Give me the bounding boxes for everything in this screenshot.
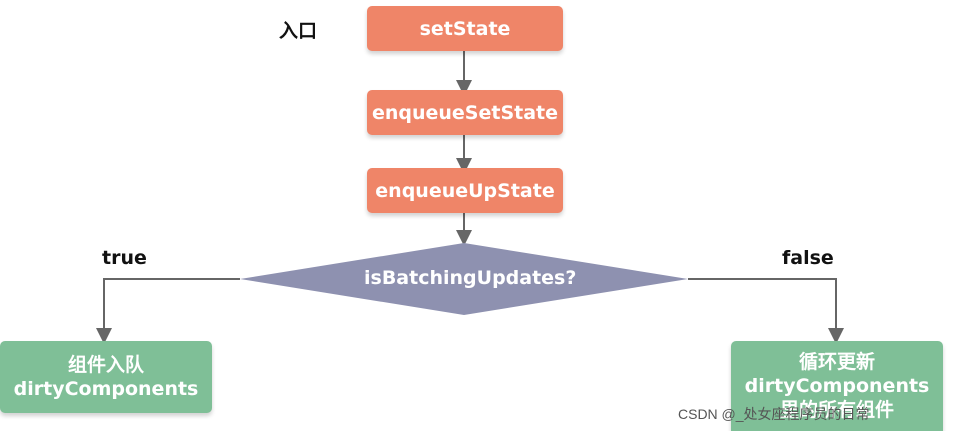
false-branch-label: false <box>782 247 834 269</box>
setstate-box: setState <box>367 6 563 51</box>
false-result-line1: 循环更新 <box>798 351 875 373</box>
arrow-false-branch <box>688 278 844 344</box>
false-result-box: 循环更新 dirtyComponents 里的所有组件 <box>731 341 943 431</box>
watermark: CSDN @_处女座程序员的日常 <box>678 406 870 422</box>
enqueueupstate-text: enqueueUpState <box>375 179 555 202</box>
false-result-line3: 里的所有组件 <box>779 399 894 421</box>
enqueueupstate-box: enqueueUpState <box>367 168 563 213</box>
decision-text: isBatchingUpdates? <box>364 267 577 289</box>
enqueuesetstate-text: enqueueSetState <box>371 101 559 124</box>
true-result-box: 组件入队 dirtyComponents <box>0 341 212 413</box>
true-result-line2: dirtyComponents <box>13 378 199 400</box>
true-result-line1: 组件入队 <box>67 354 144 376</box>
enqueuesetstate-box: enqueueSetState <box>367 90 563 135</box>
arrow-true-branch <box>96 278 240 344</box>
decision-diamond <box>240 243 688 315</box>
true-branch-label: true <box>102 247 147 269</box>
setstate-text: setState <box>419 17 511 40</box>
false-result-line2: dirtyComponents <box>744 375 930 397</box>
entry-label: 入口 <box>279 20 318 42</box>
